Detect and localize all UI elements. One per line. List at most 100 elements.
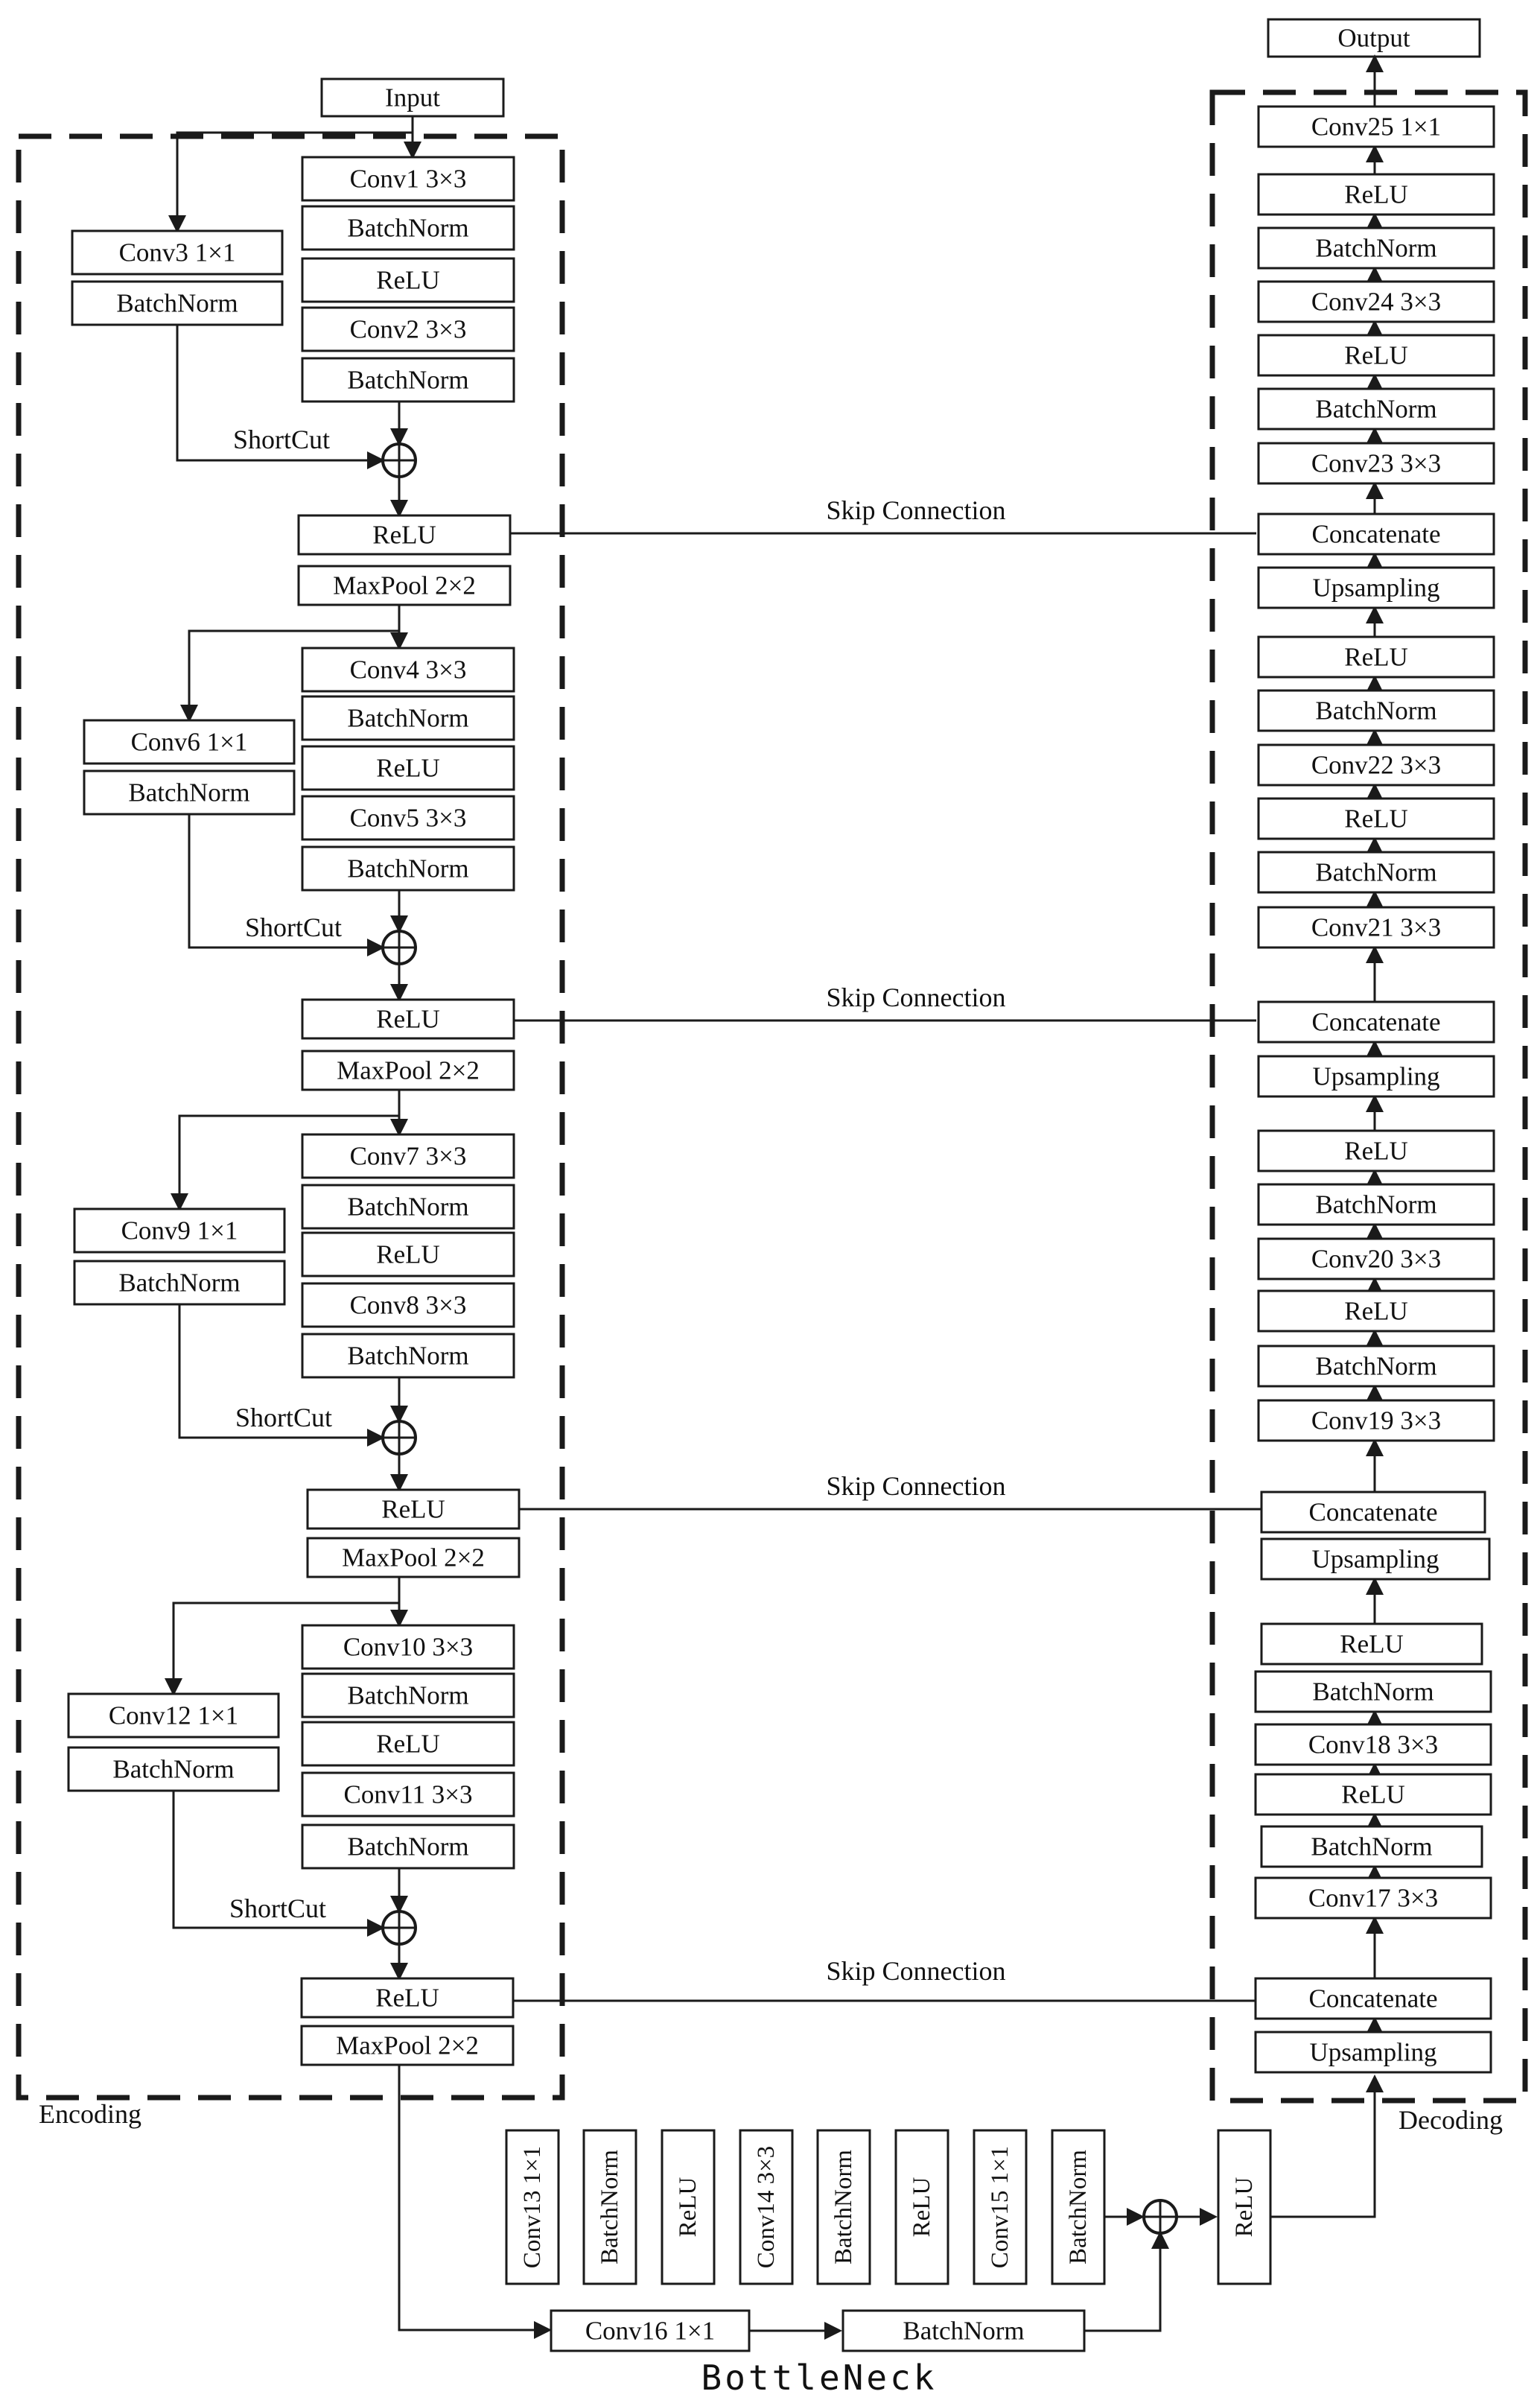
encoder-block-4-out-maxpool-2x2: MaxPool 2×2 bbox=[300, 2025, 515, 2066]
svg-text:BatchNorm: BatchNorm bbox=[347, 366, 468, 395]
bottleneck-2-batchnorm: BatchNorm bbox=[582, 2129, 637, 2285]
svg-text:Concatenate: Concatenate bbox=[1312, 1008, 1441, 1037]
decoding-label: Decoding bbox=[1399, 2105, 1503, 2135]
encoder-block-2-batchnorm: BatchNorm bbox=[301, 695, 515, 741]
connection-lines bbox=[165, 54, 1384, 2340]
svg-text:Conv18 3×3: Conv18 3×3 bbox=[1308, 1730, 1438, 1759]
svg-text:BatchNorm: BatchNorm bbox=[347, 1681, 468, 1710]
encoder-block-1-shortcut-branch bbox=[168, 131, 413, 233]
svg-text:Concatenate: Concatenate bbox=[1312, 520, 1441, 549]
svg-text:BatchNorm: BatchNorm bbox=[347, 1342, 468, 1371]
svg-text:ReLU: ReLU bbox=[1344, 341, 1408, 370]
bottleneck-5-batchnorm: BatchNorm bbox=[816, 2129, 871, 2285]
decoder-31-conv17-3x3: Conv17 3×3 bbox=[1254, 1876, 1492, 1920]
decoder-21-relu: ReLU bbox=[1257, 1289, 1495, 1333]
svg-text:Conv6 1×1: Conv6 1×1 bbox=[131, 728, 248, 757]
svg-text:BatchNorm: BatchNorm bbox=[1065, 2150, 1092, 2264]
svg-text:Concatenate: Concatenate bbox=[1309, 1984, 1438, 2013]
encoder-block-4-shortcut-to-sum bbox=[172, 1791, 385, 1937]
output-block: Output bbox=[1267, 18, 1481, 58]
bottleneck-7-conv15-1x1: Conv15 1×1 bbox=[973, 2129, 1028, 2285]
bottleneck-8-batchnorm: BatchNorm bbox=[1051, 2129, 1106, 2285]
decoder-22-batchnorm: BatchNorm bbox=[1257, 1345, 1495, 1388]
svg-text:ReLU: ReLU bbox=[376, 266, 440, 295]
svg-text:Upsampling: Upsampling bbox=[1312, 1062, 1439, 1091]
decoder-11-batchnorm: BatchNorm bbox=[1257, 689, 1495, 732]
svg-text:Conv17 3×3: Conv17 3×3 bbox=[1308, 1884, 1438, 1913]
encoder-block-1-batchnorm: BatchNorm bbox=[301, 205, 515, 251]
svg-text:BatchNorm: BatchNorm bbox=[1315, 696, 1436, 726]
svg-text:BatchNorm: BatchNorm bbox=[347, 1832, 468, 1861]
encoder-block-1-out-relu: ReLU bbox=[297, 514, 512, 556]
decoder-20-conv20-3x3: Conv20 3×3 bbox=[1257, 1237, 1495, 1280]
decoder-1-conv25-1x1: Conv25 1×1 bbox=[1257, 105, 1495, 148]
svg-text:Conv23 3×3: Conv23 3×3 bbox=[1311, 449, 1441, 478]
encoder-block-3-shortcut-conv9-1x1: Conv9 1×1 bbox=[73, 1207, 286, 1254]
encoder-block-1-out-maxpool-2x2: MaxPool 2×2 bbox=[297, 565, 512, 606]
bottleneck-out-relu: ReLU bbox=[1217, 2129, 1272, 2285]
encoder-block-1-relu: ReLU bbox=[301, 257, 515, 303]
svg-text:Concatenate: Concatenate bbox=[1309, 1498, 1438, 1527]
svg-text:Conv3 1×1: Conv3 1×1 bbox=[119, 238, 236, 267]
svg-text:ReLU: ReLU bbox=[1340, 1630, 1404, 1659]
decoder-14-batchnorm: BatchNorm bbox=[1257, 851, 1495, 894]
svg-text:ReLU: ReLU bbox=[376, 1005, 440, 1034]
skip-connection-1-label: Skip Connection bbox=[827, 495, 1006, 525]
encoder-block-3-conv8-3x3: Conv8 3×3 bbox=[301, 1282, 515, 1328]
svg-text:Conv24 3×3: Conv24 3×3 bbox=[1311, 288, 1441, 317]
encoder-block-1-batchnorm: BatchNorm bbox=[301, 357, 515, 403]
svg-text:ReLU: ReLU bbox=[381, 1495, 445, 1524]
decoder-26-relu: ReLU bbox=[1260, 1622, 1483, 1666]
svg-text:Conv2 3×3: Conv2 3×3 bbox=[350, 315, 467, 344]
svg-text:ReLU: ReLU bbox=[1344, 804, 1408, 834]
svg-text:Conv10 3×3: Conv10 3×3 bbox=[343, 1633, 473, 1662]
bottleneck-label: BottleNeck bbox=[701, 2358, 938, 2398]
decoder-33-upsampling: Upsampling bbox=[1254, 2031, 1492, 2074]
encoding-label: Encoding bbox=[39, 2099, 141, 2129]
encoder-block-4-batchnorm: BatchNorm bbox=[301, 1823, 515, 1870]
bottleneck-shortcut-batchnorm: BatchNorm bbox=[841, 2309, 1086, 2352]
svg-text:Conv15 1×1: Conv15 1×1 bbox=[987, 2146, 1014, 2268]
svg-text:ReLU: ReLU bbox=[376, 1730, 440, 1759]
encoder-block-3-shortcut-batchnorm: BatchNorm bbox=[73, 1260, 286, 1306]
encoder-block-4-sum-icon bbox=[381, 1910, 417, 1946]
svg-text:Upsampling: Upsampling bbox=[1309, 2038, 1436, 2067]
bottleneck-6-relu: ReLU bbox=[894, 2129, 949, 2285]
encoder-block-1-conv1-3x3: Conv1 3×3 bbox=[301, 156, 515, 202]
svg-text:ReLU: ReLU bbox=[1344, 643, 1408, 672]
encoder-block-2-shortcut-conv6-1x1: Conv6 1×1 bbox=[83, 719, 296, 765]
svg-text:Conv8 3×3: Conv8 3×3 bbox=[350, 1291, 467, 1320]
svg-text:BatchNorm: BatchNorm bbox=[347, 214, 468, 243]
encoder-block-2-conv5-3x3: Conv5 3×3 bbox=[301, 795, 515, 841]
svg-text:Conv1 3×3: Conv1 3×3 bbox=[350, 165, 467, 194]
svg-text:ReLU: ReLU bbox=[376, 1240, 440, 1269]
decoder-25-upsampling: Upsampling bbox=[1260, 1537, 1491, 1581]
svg-text:Conv5 3×3: Conv5 3×3 bbox=[350, 804, 467, 833]
svg-text:BatchNorm: BatchNorm bbox=[347, 854, 468, 883]
svg-text:BatchNorm: BatchNorm bbox=[1311, 1832, 1432, 1861]
encoder-block-2-shortcut-branch bbox=[180, 629, 399, 723]
encoder-block-3-relu: ReLU bbox=[301, 1231, 515, 1277]
decoder-5-relu: ReLU bbox=[1257, 334, 1495, 377]
encoder-block-4-out-relu: ReLU bbox=[300, 1977, 515, 2019]
svg-text:Conv7 3×3: Conv7 3×3 bbox=[350, 1142, 467, 1171]
svg-text:MaxPool 2×2: MaxPool 2×2 bbox=[336, 2031, 479, 2060]
encoder-block-4-conv11-3x3: Conv11 3×3 bbox=[301, 1771, 515, 1818]
decoder-19-batchnorm: BatchNorm bbox=[1257, 1183, 1495, 1226]
encoder-block-3-out-relu: ReLU bbox=[306, 1488, 521, 1530]
bottleneck-to-decoder-line bbox=[1270, 2075, 1384, 2218]
svg-text:BatchNorm: BatchNorm bbox=[1315, 1190, 1436, 1219]
decoder-15-conv21-3x3: Conv21 3×3 bbox=[1257, 906, 1495, 949]
bottleneck-1-conv13-1x1: Conv13 1×1 bbox=[505, 2129, 560, 2285]
encoder-block-3-batchnorm: BatchNorm bbox=[301, 1333, 515, 1379]
encoder-block-1-shortcut-conv3-1x1: Conv3 1×1 bbox=[71, 229, 284, 276]
svg-text:ReLU: ReLU bbox=[909, 2177, 935, 2238]
encoder-block-1-shortcut-label: ShortCut bbox=[233, 425, 330, 454]
decoder-16-concatenate: Concatenate bbox=[1257, 1000, 1495, 1044]
encoder-block-4-shortcut-conv12-1x1: Conv12 1×1 bbox=[67, 1692, 280, 1739]
decoder-32-concatenate: Concatenate bbox=[1254, 1977, 1492, 2020]
encoder-block-2-shortcut-to-sum bbox=[188, 814, 385, 956]
svg-text:Conv9 1×1: Conv9 1×1 bbox=[121, 1216, 238, 1245]
svg-text:ReLU: ReLU bbox=[1344, 1137, 1408, 1166]
